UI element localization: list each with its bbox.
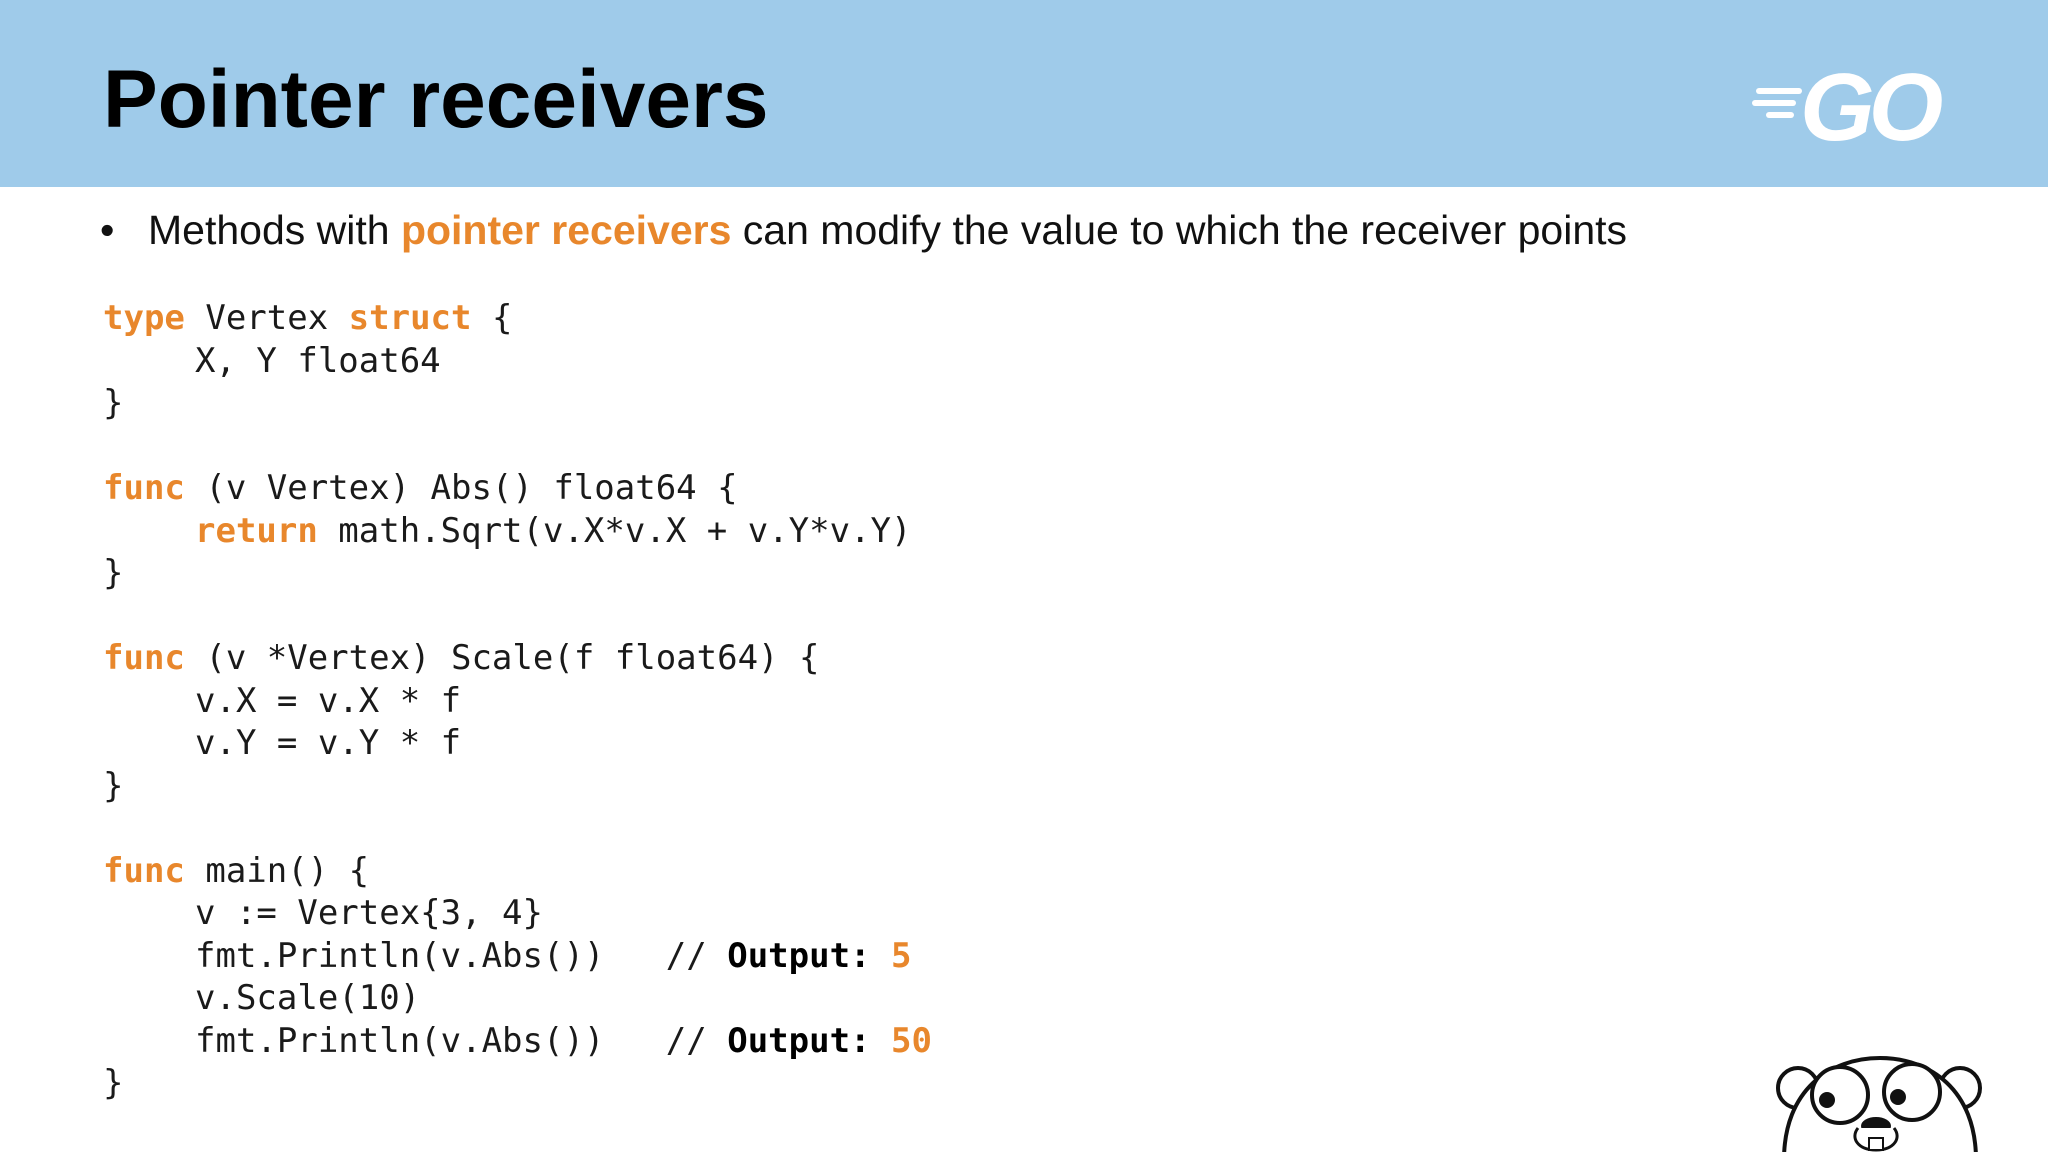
slide-title: Pointer receivers (103, 54, 769, 145)
code-line: } (103, 1062, 932, 1105)
code-line: v.Scale(10) (103, 977, 932, 1020)
code-text: v := Vertex{3, 4} (195, 893, 543, 933)
code-text: } (103, 765, 124, 806)
code-line: type Vertex struct { (103, 297, 932, 340)
code-line: v := Vertex{3, 4} (103, 892, 932, 935)
code-text: (v *Vertex) Scale(f float64) { (184, 638, 820, 678)
code-line: fmt.Println(v.Abs()) // Output: 5 (103, 935, 932, 978)
output-value: 5 (891, 935, 912, 976)
code-line: fmt.Println(v.Abs()) // Output: 50 (103, 1020, 932, 1063)
code-keyword: struct (348, 298, 472, 338)
code-line: func main() { (103, 850, 932, 893)
code-line: func (v *Vertex) Scale(f float64) { (103, 637, 932, 680)
code-keyword: type (103, 298, 185, 338)
output-label: Output: (727, 935, 871, 976)
bullet-highlight: pointer receivers (400, 207, 732, 253)
code-text: math.Sqrt(v.X*v.X + v.Y*v.Y) (317, 510, 912, 551)
code-line: v.Y = v.Y * f (103, 722, 932, 765)
code-text: v.X = v.X * f (195, 680, 462, 721)
code-block: type Vertex struct { X, Y float64 } func… (103, 297, 932, 1105)
code-keyword: return (195, 510, 318, 551)
code-text: v.Scale(10) (195, 978, 421, 1018)
gopher-mascot-icon (1776, 1055, 1982, 1152)
code-text: X, Y float64 (195, 340, 441, 381)
code-line: } (103, 382, 932, 425)
code-line: X, Y float64 (103, 340, 932, 383)
code-blank-line (103, 595, 932, 638)
code-text: v.Y = v.Y * f (195, 723, 462, 763)
code-blank-line (103, 807, 932, 850)
code-text: { (471, 298, 513, 338)
code-text: } (103, 1063, 124, 1103)
slide-header: Pointer receivers GO (0, 0, 2048, 187)
code-keyword: func (103, 850, 185, 891)
output-value: 50 (891, 1020, 932, 1061)
bullet-dot: • (100, 207, 115, 253)
code-keyword: func (103, 468, 185, 508)
code-text: (v Vertex) Abs() float64 { (184, 468, 738, 508)
code-text: Vertex (184, 298, 349, 338)
code-line: } (103, 552, 932, 595)
code-line: func (v Vertex) Abs() float64 { (103, 467, 932, 510)
go-logo-icon: GO (1752, 58, 1949, 148)
code-line: return math.Sqrt(v.X*v.X + v.Y*v.Y) (103, 510, 932, 553)
code-line: v.X = v.X * f (103, 680, 932, 723)
output-label: Output: (727, 1020, 871, 1061)
code-text: main() { (184, 850, 370, 891)
code-text: } (103, 383, 124, 423)
code-line: } (103, 765, 932, 808)
code-text: fmt.Println(v.Abs()) // (195, 1020, 728, 1061)
code-text: fmt.Println(v.Abs()) // (195, 935, 728, 976)
bullet-prefix: Methods with (148, 207, 401, 253)
bullet-suffix: can modify the value to which the receiv… (731, 207, 1628, 253)
code-text: } (103, 553, 124, 593)
bullet-point: • Methods with pointer receivers can modi… (100, 202, 1627, 258)
code-keyword: func (103, 638, 185, 678)
code-blank-line (103, 425, 932, 468)
go-logo-text: GO (1800, 58, 1943, 148)
